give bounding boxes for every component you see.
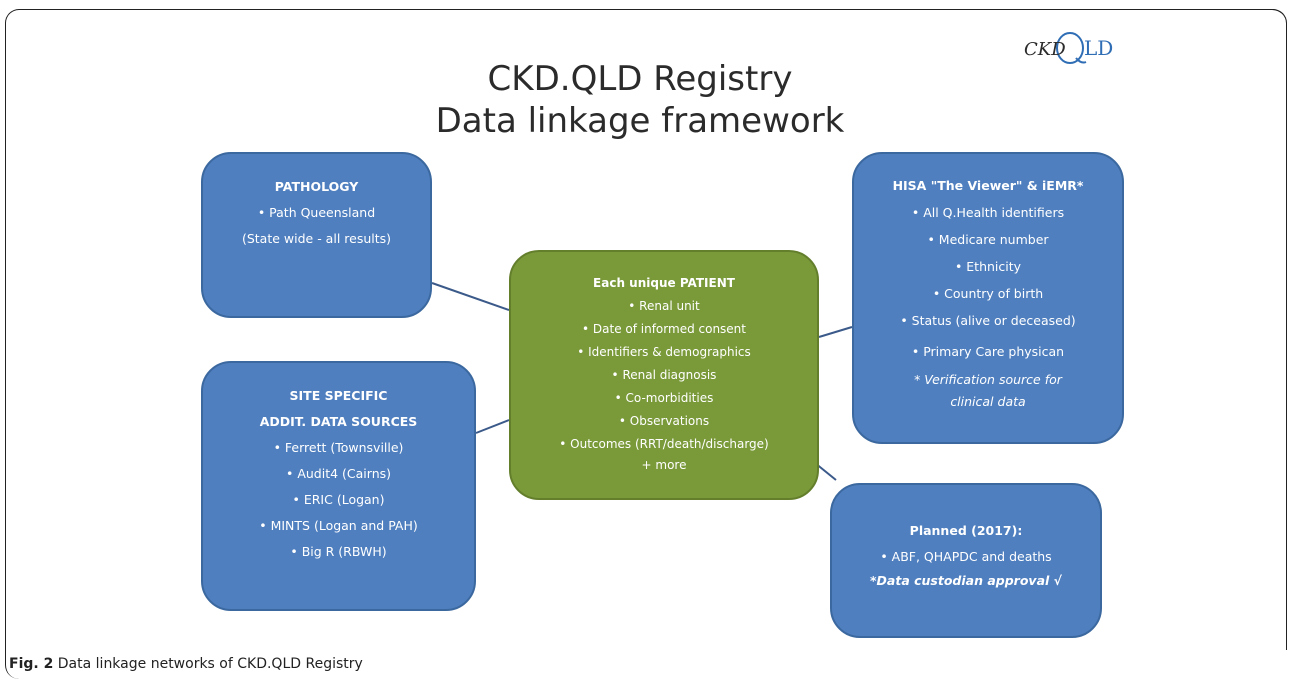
caption-text: Data linkage networks of CKD.QLD Registr… [57,656,363,672]
planned-note: *Data custodian approval √ [870,573,1062,588]
connector-pathology-patient [431,282,510,311]
svg-text:CKD: CKD [1024,39,1066,60]
hisa-heading: HISA "The Viewer" & iEMR* [892,178,1084,193]
patient-line-1: • Renal unit [628,299,700,313]
hisa-note-1: * Verification source for [914,372,1062,387]
hisa-line-6: • Primary Care physican [911,344,1065,359]
patient-line-7: • Outcomes (RRT/death/discharge) [559,437,769,451]
site-specific-line-3: • ERIC (Logan) [292,492,385,507]
site-specific-box: SITE SPECIFIC ADDIT. DATA SOURCES • Ferr… [201,361,476,611]
figure-caption: Fig. 2 Data linkage networks of CKD.QLD … [9,656,363,672]
site-specific-heading-2: ADDIT. DATA SOURCES [259,414,418,429]
site-specific-line-4: • MINTS (Logan and PAH) [259,518,418,533]
patient-line-8: + more [641,458,687,472]
title-line-2: Data linkage framework [435,101,845,141]
hisa-line-4: • Country of birth [932,286,1044,301]
planned-line-1: • ABF, QHAPDC and deaths [880,549,1052,564]
ckd-qld-logo: CKD LD [1024,32,1113,64]
hisa-line-5: • Status (alive or deceased) [900,313,1076,328]
patient-line-4: • Renal diagnosis [611,368,717,382]
connector-patient-hisa [818,326,853,338]
site-specific-line-2: • Audit4 (Cairns) [285,466,392,481]
patient-line-6: • Observations [618,414,710,428]
hisa-note-2: clinical data [950,394,1026,409]
planned-box: Planned (2017): • ABF, QHAPDC and deaths… [830,483,1102,638]
pathology-heading: PATHOLOGY [274,179,359,194]
patient-line-3: • Identifiers & demographics [577,345,751,359]
patient-line-5: • Co-morbidities [614,391,714,405]
hisa-box: HISA "The Viewer" & iEMR* • All Q.Health… [852,152,1124,444]
pathology-box: PATHOLOGY • Path Queensland (State wide … [201,152,432,318]
caption-label: Fig. 2 [9,656,54,672]
hisa-line-2: • Medicare number [927,232,1049,247]
title-line-1: CKD.QLD Registry [487,59,793,99]
patient-heading: Each unique PATIENT [593,276,735,290]
site-specific-line-5: • Big R (RBWH) [290,544,387,559]
planned-heading: Planned (2017): [909,523,1023,538]
site-specific-line-1: • Ferrett (Townsville) [273,440,404,455]
pathology-line-1: • Path Queensland [257,205,376,220]
pathology-line-2: (State wide - all results) [241,231,392,246]
hisa-line-1: • All Q.Health identifiers [911,205,1065,220]
figure-frame [5,9,1286,679]
connector-site-patient [475,419,510,434]
diagram-title: CKD.QLD Registry Data linkage framework [380,58,900,142]
hisa-line-3: • Ethnicity [954,259,1022,274]
patient-line-2: • Date of informed consent [582,322,746,336]
patient-box: Each unique PATIENT • Renal unit • Date … [509,250,819,500]
site-specific-heading-1: SITE SPECIFIC [289,388,388,403]
svg-text:LD: LD [1084,36,1113,60]
